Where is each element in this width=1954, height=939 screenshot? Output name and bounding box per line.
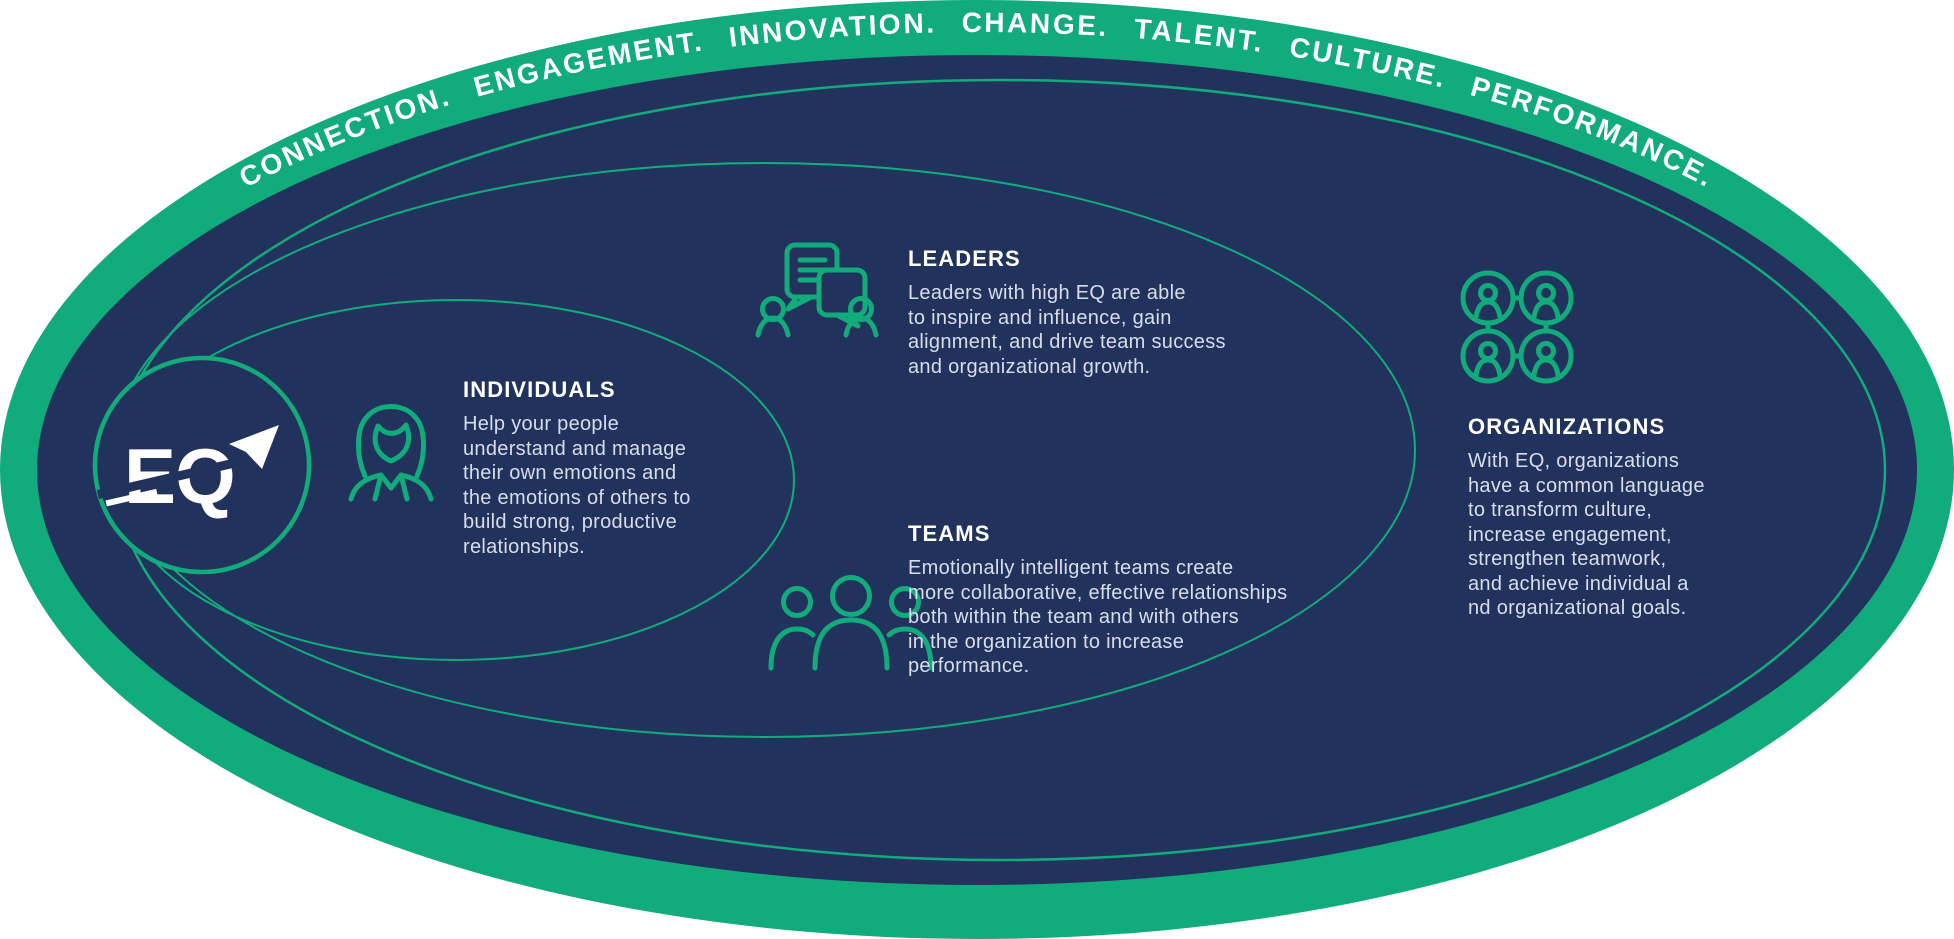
leaders-body: Leaders with high EQ are able to inspire… <box>908 282 1226 378</box>
eq-logo-circle <box>92 355 312 575</box>
eq-logo-cut-stripe <box>96 449 277 499</box>
teams-section: TEAMS Emotionally intelligent teams crea… <box>908 521 1388 679</box>
teams-heading: TEAMS <box>908 521 991 546</box>
teams-body: Emotionally intelligent teams create mor… <box>908 557 1288 677</box>
arrow-head-icon <box>229 425 279 469</box>
arrow-shaft <box>105 488 158 507</box>
eq-logo: EQ <box>96 425 279 520</box>
leaders-heading: LEADERS <box>908 246 1021 271</box>
connected-people-network-icon <box>1460 270 1574 384</box>
woman-icon <box>348 404 434 502</box>
organizations-heading: ORGANIZATIONS <box>1468 414 1666 439</box>
individuals-body: Help your people understand and manage t… <box>463 413 691 558</box>
individuals-section: INDIVIDUALS Help your people understand … <box>463 377 763 559</box>
leaders-section: LEADERS Leaders with high EQ are able to… <box>908 246 1308 379</box>
navy-ellipse <box>37 55 1917 885</box>
individuals-heading: INDIVIDUALS <box>463 377 616 402</box>
organizations-section: ORGANIZATIONS With EQ, organizations hav… <box>1468 414 1798 621</box>
organizations-body: With EQ, organizations have a common lan… <box>1468 450 1705 619</box>
people-conversation-icon <box>755 242 879 338</box>
people-group-icon <box>768 575 934 671</box>
